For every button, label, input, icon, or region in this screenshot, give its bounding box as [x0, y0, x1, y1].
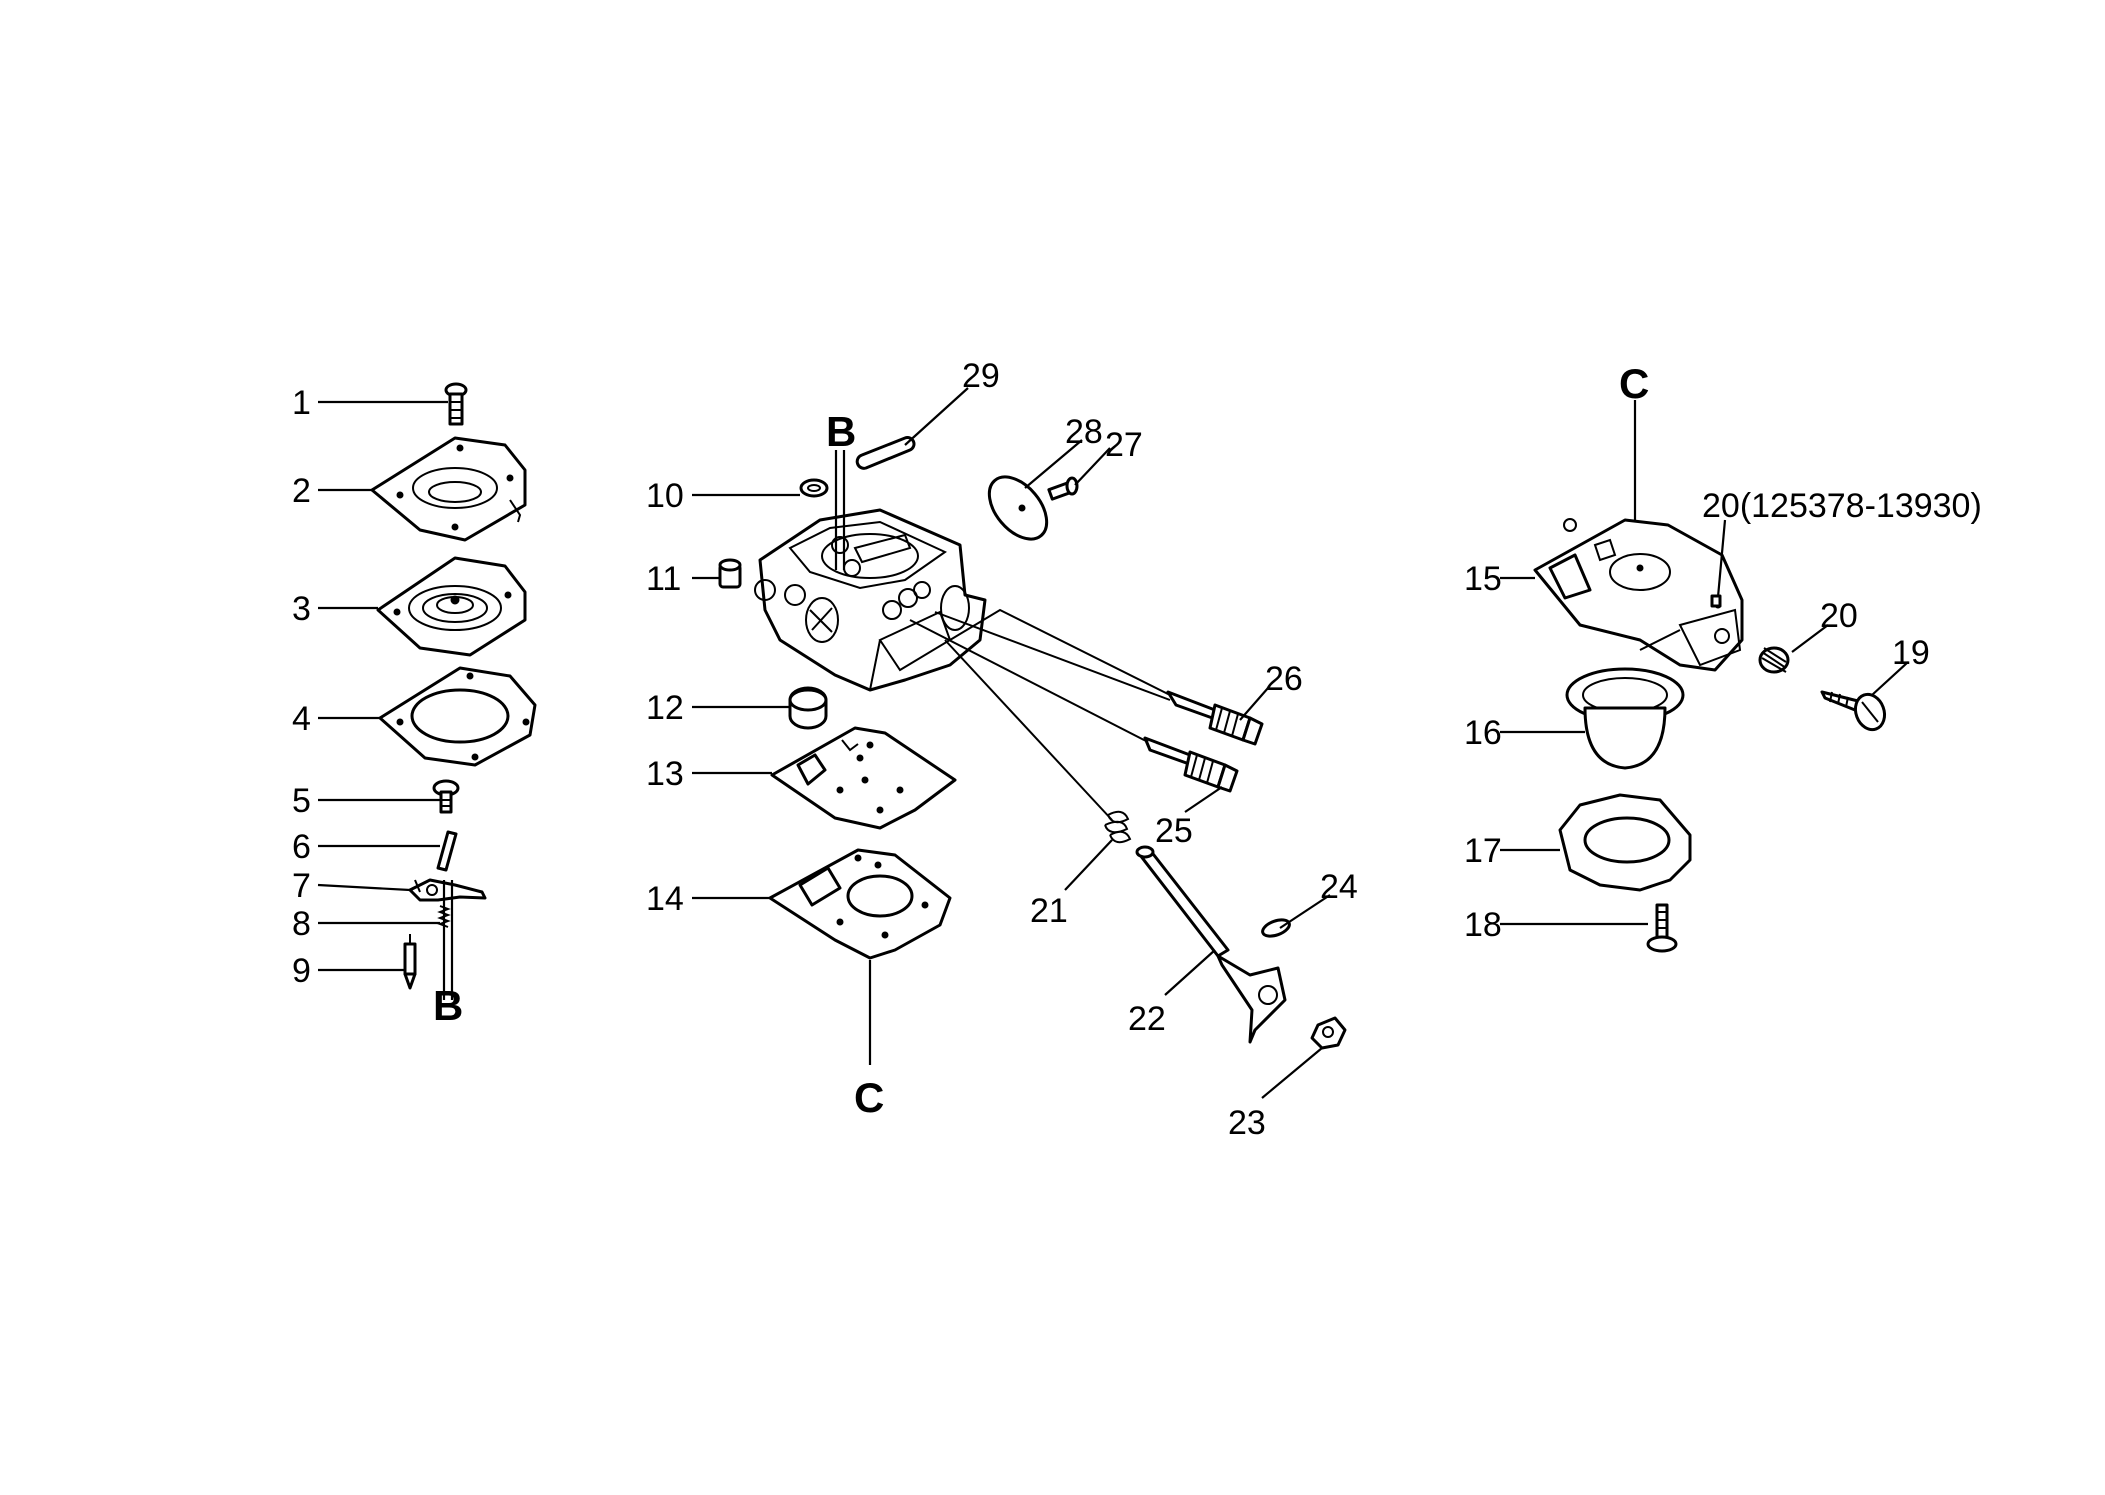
label-7: 7 [292, 867, 311, 905]
part-7-control-lever [408, 878, 487, 902]
part-16-primer-bulb [1565, 667, 1685, 770]
label-9: 9 [292, 952, 311, 990]
label-27: 27 [1105, 426, 1143, 464]
label-18: 18 [1464, 906, 1502, 944]
part-20-spring [1758, 646, 1790, 674]
label-28: 28 [1065, 413, 1103, 451]
part-17-retainer-flange [1558, 793, 1692, 892]
part-6-pin [436, 830, 458, 872]
part-5-screw [432, 779, 460, 814]
part-23-nut [1310, 1016, 1347, 1050]
label-17: 17 [1464, 832, 1502, 870]
label-22: 22 [1128, 1000, 1166, 1038]
label-5: 5 [292, 782, 311, 820]
label-23: 23 [1228, 1104, 1266, 1142]
label-19: 19 [1892, 634, 1930, 672]
part-22-throttle-shaft [1135, 845, 1287, 1044]
ref-b-bottom: B [433, 982, 463, 1029]
part-14-gasket [768, 848, 952, 960]
part-18-screw [1646, 903, 1678, 953]
label-11: 11 [646, 560, 681, 598]
part-29-shaft-pin [855, 436, 916, 470]
label-20-part-number: 20(125378-13930) [1702, 487, 1982, 525]
label-6: 6 [292, 828, 311, 866]
part-20-small-valve [1710, 594, 1722, 608]
part-4-gasket [378, 666, 537, 767]
label-25: 25 [1155, 812, 1193, 850]
part-2-pump-cover [370, 436, 527, 542]
label-1: 1 [292, 384, 311, 422]
label-26: 26 [1265, 660, 1303, 698]
part-26-adjusting-needle [1166, 690, 1264, 746]
label-15: 15 [1464, 560, 1502, 598]
leader-lines [317, 387, 1909, 1099]
carburetor-body [754, 508, 987, 692]
ref-c-bottom: C [854, 1074, 884, 1121]
label-12: 12 [646, 689, 684, 727]
part-number-labels: 1 2 3 4 5 6 7 8 9 10 11 12 13 14 15 16 1… [292, 357, 1982, 1142]
label-24: 24 [1320, 868, 1358, 906]
part-19-screw [1820, 690, 1887, 732]
label-20: 20 [1820, 597, 1858, 635]
part-21-spring [1104, 810, 1132, 844]
ref-c-top: C [1619, 360, 1649, 407]
part-27-screw [1047, 476, 1079, 501]
label-8: 8 [292, 905, 311, 943]
label-14: 14 [646, 880, 684, 918]
label-4: 4 [292, 700, 311, 738]
part-13-metering-plate [770, 726, 957, 830]
label-13: 13 [646, 755, 684, 793]
part-25-adjusting-needle [1143, 736, 1239, 793]
label-29: 29 [962, 357, 1000, 395]
label-21: 21 [1030, 892, 1068, 930]
part-11-plug [718, 558, 742, 589]
label-2: 2 [292, 472, 311, 510]
part-15-pump-body [1533, 518, 1744, 672]
part-24-clip [1261, 918, 1291, 938]
label-10: 10 [646, 477, 684, 515]
part-3-diaphragm [376, 556, 527, 657]
part-12-cap [788, 686, 828, 730]
part-9-inlet-needle [403, 934, 417, 990]
ref-b-top: B [826, 408, 856, 455]
label-3: 3 [292, 590, 311, 628]
part-1-screw [444, 382, 468, 426]
part-10-clip [799, 478, 829, 498]
label-16: 16 [1464, 714, 1502, 752]
part-28-throttle-valve [987, 475, 1049, 541]
